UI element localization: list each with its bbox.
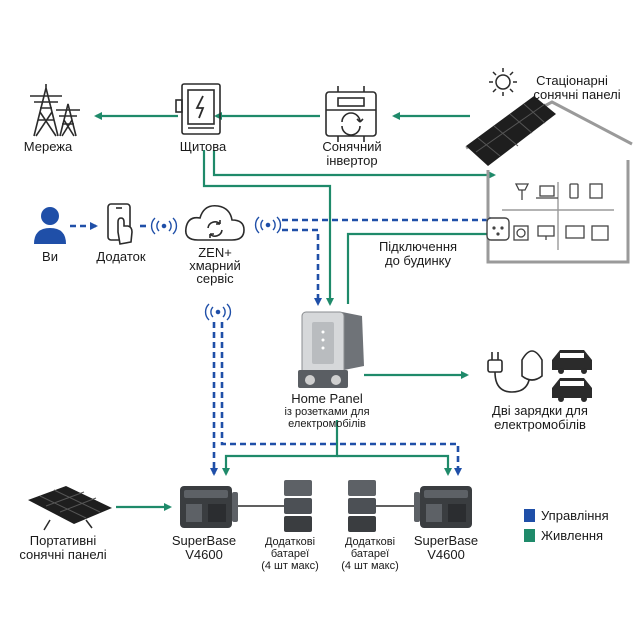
superbase-right-label-line1: SuperBase: [413, 533, 479, 548]
legend-swatch-power: [524, 529, 535, 542]
line-cloud-to-superbase-right: [220, 322, 462, 476]
house-connect-label-line2: до будинку: [384, 253, 451, 268]
battery-right-label-line2: батареї: [350, 548, 390, 560]
cloud-label-line2: хмарний: [189, 258, 241, 273]
sun-icon: [489, 68, 517, 96]
power-station-icon-left: [180, 486, 238, 528]
battery-pack-icon-right: [348, 480, 376, 532]
user-label: Ви: [42, 249, 58, 264]
cloud-label-line1: ZEN+: [198, 245, 232, 260]
person-icon: [34, 207, 66, 244]
power-lines: [94, 112, 496, 511]
appliances-upper-icon: [514, 183, 603, 200]
legend-label-control: Управління: [541, 508, 609, 523]
solar-panel-icon: [466, 96, 556, 166]
line-homepanel-to-superbase-right: [337, 454, 452, 476]
line-homepanel-to-house: [346, 230, 496, 304]
power-tower-icon: [30, 84, 80, 137]
line-cloud-to-homepanel: [282, 228, 322, 306]
battery-right-label-line3: (4 шт макс): [341, 560, 399, 572]
inverter-label-line1: Сонячний: [322, 139, 382, 154]
battery-left-label-line1: Додаткові: [264, 536, 316, 548]
portable-solar-panel-icon: [28, 486, 112, 531]
ev-label-line2: електромобілів: [494, 417, 586, 432]
wireless-signal-icon-right: [254, 216, 282, 234]
grid-label: Мережа: [23, 139, 73, 154]
superbase-left-label-line2: V4600: [185, 547, 223, 562]
cloud-sync-icon: [184, 204, 245, 241]
inverter-label-line2: інвертор: [326, 153, 378, 168]
portable-panels-label-line1: Портативні: [29, 533, 97, 548]
stationary-panels-label-line1: Стаціонарні: [536, 73, 608, 88]
line-board-to-house: [212, 150, 496, 179]
superbase-right-label-line2: V4600: [427, 547, 465, 562]
smartphone-tap-icon: [107, 203, 133, 245]
house-icon: [465, 96, 633, 264]
battery-right-label-line1: Додаткові: [344, 536, 396, 548]
portable-panels-label-line2: сонячні панелі: [19, 547, 107, 562]
house-connect-label-line1: Підключення: [378, 239, 458, 254]
line-board-to-homepanel: [202, 150, 334, 306]
power-station-icon-right: [414, 486, 472, 528]
wireless-signal-icon-lower: [204, 303, 232, 321]
electrical-panel-icon: [175, 83, 221, 135]
battery-pack-icon-left: [284, 480, 312, 532]
appliances-lower-icon: [513, 225, 609, 241]
cloud-label-line3: сервіс: [196, 271, 234, 286]
home-panel-sub-line2: електромобілів: [288, 418, 366, 430]
legend-label-power: Живлення: [541, 528, 604, 543]
ev-charger-icon: [487, 350, 543, 393]
superbase-left-label-line1: SuperBase: [171, 533, 237, 548]
line-homepanel-to-superbase-left: [222, 420, 339, 476]
legend-item-power: Живлення: [524, 528, 603, 543]
panel-board-label: Щитова: [179, 139, 227, 154]
wireless-signal-icon: [150, 217, 178, 235]
car-icon: [552, 350, 592, 402]
outlet-icon: [486, 217, 510, 241]
legend-item-control: Управління: [524, 508, 609, 523]
control-lines: [70, 216, 496, 476]
ev-label-line1: Дві зарядки для: [492, 403, 588, 418]
home-panel-label: Home Panel: [291, 391, 363, 406]
battery-left-label-line3: (4 шт макс): [261, 560, 319, 572]
solar-inverter-icon: [325, 86, 377, 142]
home-panel-device-icon: [298, 311, 364, 388]
app-label: Додаток: [96, 249, 146, 264]
battery-left-label-line2: батареї: [270, 548, 310, 560]
home-panel-sub-line1: із розетками для: [284, 406, 370, 418]
stationary-panels-label-line2: сонячні панелі: [533, 87, 621, 102]
legend-swatch-control: [524, 509, 535, 522]
